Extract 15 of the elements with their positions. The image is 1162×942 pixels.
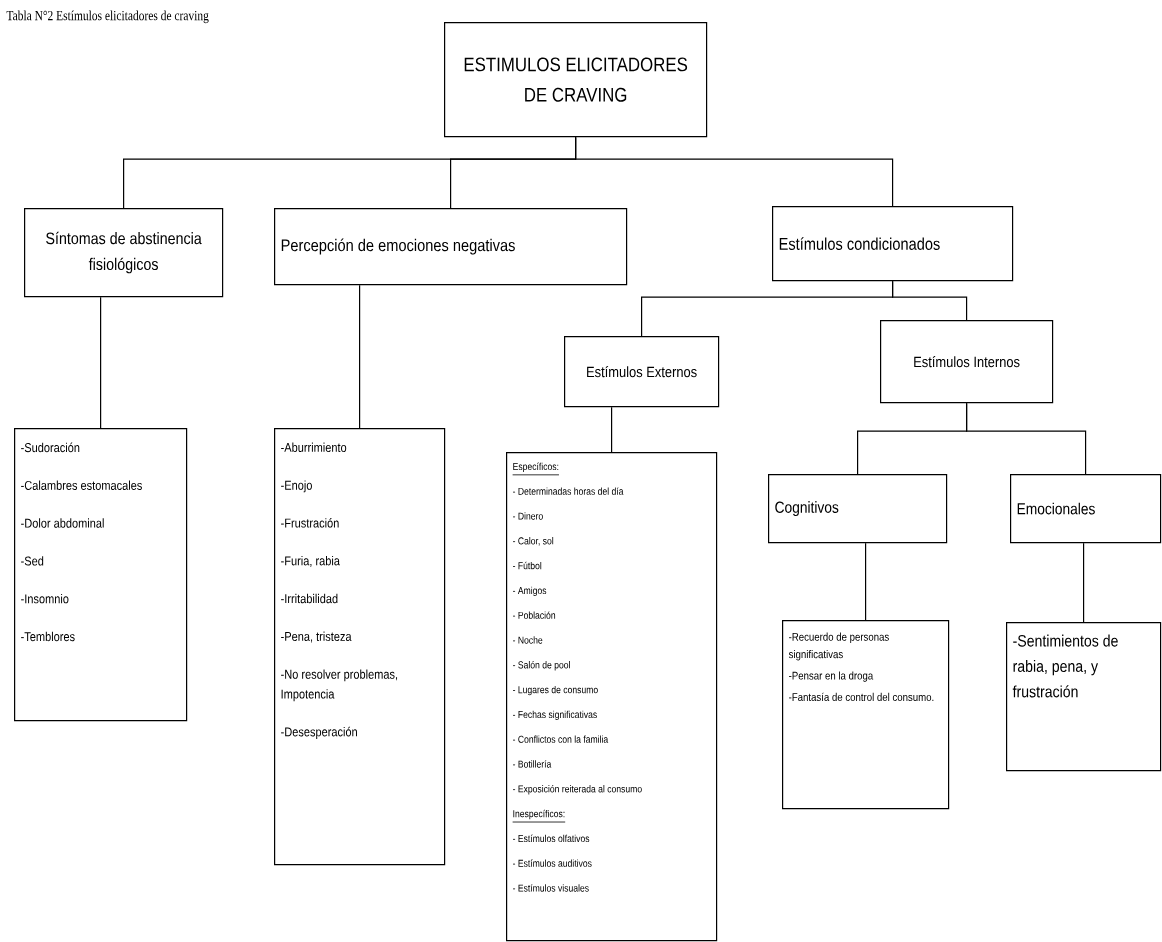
connector-line <box>575 136 894 207</box>
category-box: Cognitivos <box>768 474 948 544</box>
connector-line <box>359 284 361 429</box>
connector-line <box>865 542 867 621</box>
category-box: Estímulos condicionados <box>772 206 1014 282</box>
connector-line <box>1083 542 1085 623</box>
connector-line <box>892 280 968 321</box>
connector-line <box>100 296 102 429</box>
list-box: -Sentimientos de rabia, pena, y frustración <box>1006 622 1162 772</box>
category-box: Emocionales <box>1010 474 1162 544</box>
connector-line <box>966 402 1087 475</box>
category-box: ESTIMULOS ELICITADORES DE CRAVING <box>444 22 708 138</box>
category-box: Percepción de emociones negativas <box>274 208 628 286</box>
category-box: Síntomas de abstinencia fisiológicos <box>24 208 224 298</box>
connector-line <box>611 406 613 453</box>
